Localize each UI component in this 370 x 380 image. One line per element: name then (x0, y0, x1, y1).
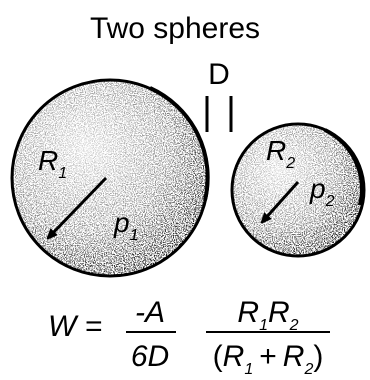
right-radius-label: R2 (266, 135, 295, 172)
fraction2-numerator: R1R2 (237, 296, 298, 334)
fraction1-numerator: -A (135, 296, 165, 329)
left-radius-arrow (50, 176, 108, 236)
gap-marker: D (205, 58, 233, 132)
right-sphere (230, 122, 366, 258)
formula-lhs: W = (48, 310, 102, 343)
diagram-title: Two spheres (90, 12, 260, 45)
left-density-label: p1 (113, 207, 138, 244)
right-sphere-labels: R2 p2 (264, 135, 335, 220)
left-sphere (10, 78, 210, 278)
left-radius-label: R1 (38, 145, 67, 182)
fraction2-denominator: (R1+R2) (213, 340, 324, 378)
left-sphere-labels: R1 p1 (38, 145, 138, 244)
interaction-energy-formula: W = -A 6D R1R2 (R1+R2) (48, 296, 330, 378)
right-radius-arrow (264, 180, 300, 220)
fraction1-denominator: 6D (131, 340, 169, 373)
right-density-label: p2 (309, 173, 335, 210)
gap-label: D (208, 58, 230, 91)
